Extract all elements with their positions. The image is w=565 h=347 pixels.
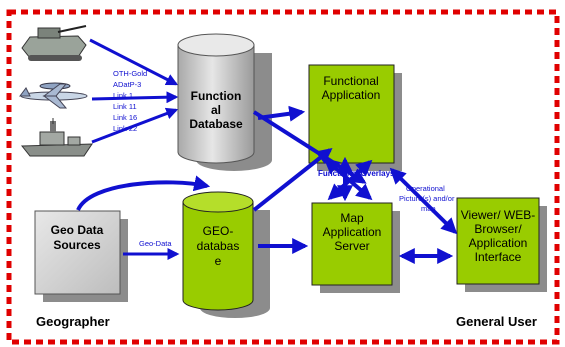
operational-picture-label: Operational: [406, 184, 445, 193]
geo-database-label: e: [215, 254, 222, 268]
geo-data-sources-box: Geo Data Sources: [34, 210, 128, 302]
map-application-server-label: Server: [334, 239, 369, 253]
functional-application-label: Functional: [323, 74, 378, 88]
fapp-to-viewer-arrow: [389, 167, 458, 235]
map-application-server-label: Map: [340, 211, 364, 225]
link-label: OTH-Gold: [113, 69, 147, 78]
geo-database-label: databas: [197, 239, 240, 253]
overlay-arrow: [252, 148, 333, 212]
viewer-label: Viewer/ WEB-: [461, 208, 535, 222]
general-user-label: General User: [456, 314, 537, 329]
geo-data-sources-label: Sources: [53, 238, 101, 252]
functional-overlays-label: Functional Overlays: [318, 169, 395, 178]
link-label: Link 22: [113, 124, 137, 133]
functional-database-label: al: [211, 103, 221, 117]
map-application-server-label: Application: [323, 225, 382, 239]
link-label: Link 1: [113, 91, 133, 100]
viewer-label: Interface: [475, 250, 522, 264]
geo-data-sources-label: Geo Data: [51, 223, 104, 237]
viewer-label: Application: [469, 236, 528, 250]
overlay-arrow: [323, 157, 373, 201]
functional-application-box: Functional Application: [308, 64, 402, 171]
operational-picture-label: Picture(s) and/or: [399, 194, 455, 203]
geo-database-cylinder: GEO- databas e: [182, 191, 270, 318]
aircraft-link-arrow: [91, 91, 179, 104]
ship-link-arrow: [91, 107, 179, 144]
geo-data-label: Geo-Data: [139, 239, 172, 248]
viewer-label: Browser/: [474, 222, 522, 236]
functional-database-label: Function: [191, 89, 242, 103]
functional-database-cylinder: Function al Database: [177, 33, 272, 171]
operational-picture-label: map: [421, 204, 436, 213]
functional-application-label: Application: [322, 88, 381, 102]
warship-icon: [20, 118, 93, 157]
link-label: Link 16: [113, 113, 137, 122]
functional-database-label: Database: [189, 117, 243, 131]
link-label: Link 11: [113, 102, 137, 111]
awacs-aircraft-icon: [19, 82, 88, 109]
tank-link-arrow: [89, 38, 179, 86]
map-application-server-box: Map Application Server: [311, 202, 400, 293]
viewer-box: Viewer/ WEB- Browser/ Application Interf…: [456, 197, 547, 292]
geo-database-label: GEO-: [203, 224, 234, 238]
link-labels: OTH-Gold ADatP-3 Link 1 Link 11 Link 16 …: [113, 69, 147, 133]
tank-icon: [21, 25, 87, 61]
outer-dashed-border: [6, 9, 560, 345]
geographer-label: Geographer: [36, 314, 110, 329]
link-label: ADatP-3: [113, 80, 141, 89]
geo-sources-curve-arrow: [76, 175, 211, 212]
